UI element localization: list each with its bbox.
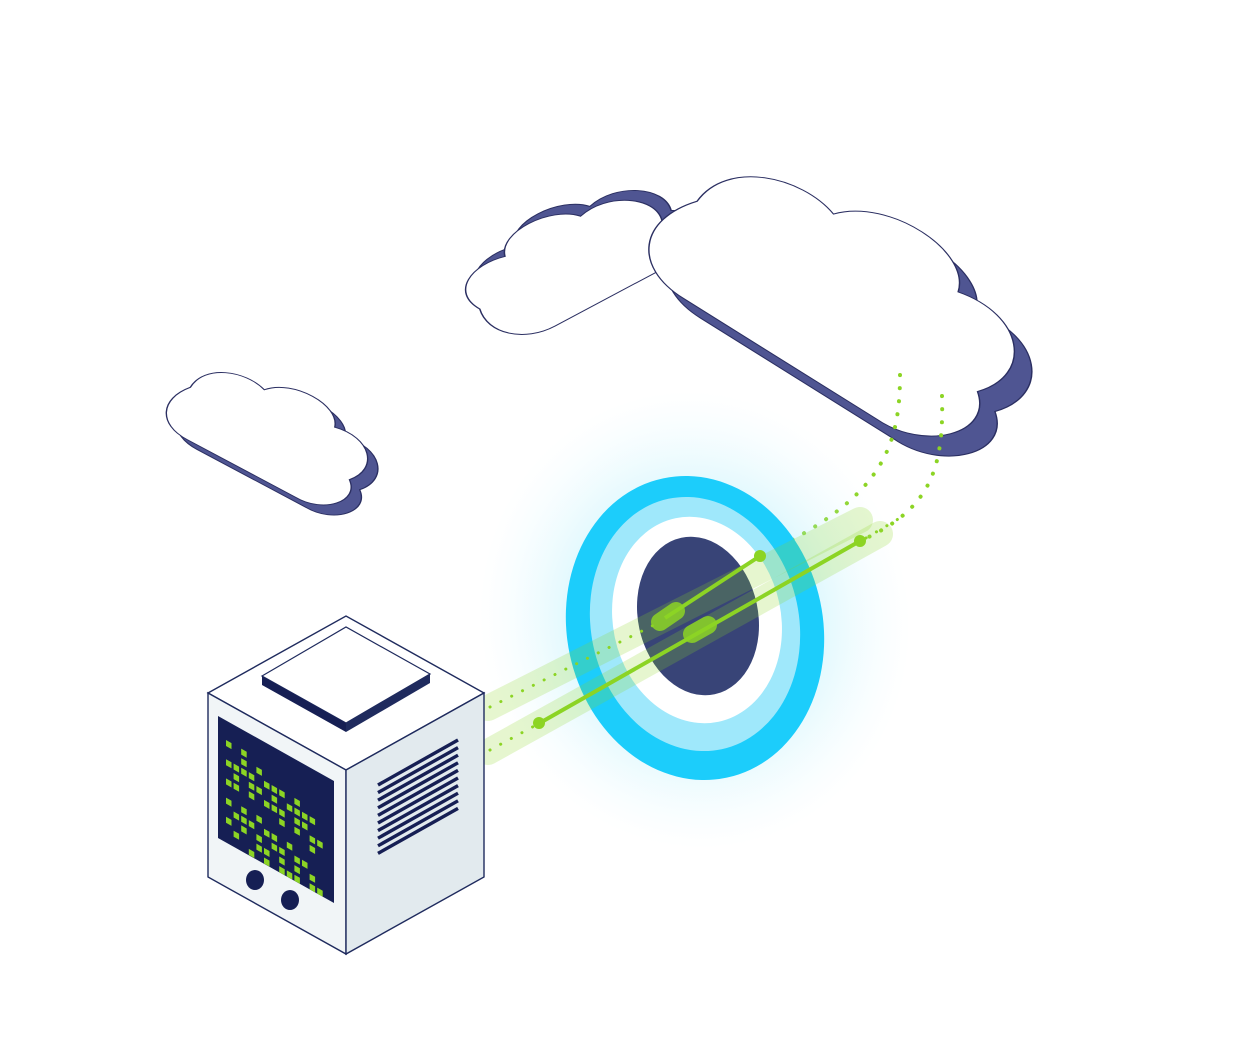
dotted-link-upper [758,373,902,558]
screen-pixel [233,763,240,773]
screen-pixel [279,818,285,828]
screen-pixel [294,807,300,817]
screen-pixel [279,846,285,856]
screen-pixel [256,814,262,824]
screen-pixel [279,789,285,799]
screen-pixel [248,820,255,830]
screen-pixel [256,843,262,853]
server-vents [377,738,459,855]
screen-pixel [317,887,323,897]
screen-pixel [286,803,293,813]
server-top-panel [260,626,432,732]
screen-pixel [233,811,240,821]
vent-line [377,746,459,795]
screen-pixel [294,797,300,807]
beam-upper-node [754,550,766,562]
screen-pixel [317,839,323,849]
screen-pixel [271,785,278,795]
screen-pixel [226,759,232,769]
server [206,615,486,956]
screen-pixel [256,834,262,844]
vent-line [377,806,459,855]
screen-pixel [309,835,316,845]
screen-pixel [248,772,255,782]
vent-line [377,738,459,787]
screen-pixel [286,841,293,851]
screen-pixel [248,791,255,801]
beam-lower-stub [683,616,717,643]
screen-pixel [279,808,285,818]
screen-pixel [309,873,316,883]
beam-lower-node-start [533,717,545,729]
screen-pixel [241,758,247,768]
screen-pixel [241,767,247,777]
screen-pixel [264,799,270,809]
screen-pixel [241,825,247,835]
beam-lower [475,513,907,765]
screen-pixel [241,748,247,758]
cloud-small [148,349,415,526]
vent-line [377,768,459,817]
beam-lower-node-end [854,535,866,547]
screen-pixel [294,855,300,865]
screen-pixel [279,866,285,876]
server-led-2 [281,890,299,910]
screen-pixel [279,856,285,866]
screen-pixel [294,826,300,836]
screen-pixel [286,870,293,880]
vent-line [377,799,459,848]
screen-pixel [241,815,247,825]
screen-pixel [294,865,300,875]
screen-pixel [264,780,270,790]
screen-pixel [256,786,262,796]
vent-line [377,776,459,825]
server-led-1 [246,870,264,890]
screen-pixel [226,816,232,826]
screen-pixel [271,804,278,814]
screen-pixel [248,781,255,791]
screen-pixel [226,778,232,788]
screen-pixel [271,794,278,804]
screen-pixel [271,842,278,852]
screen-pixel [271,833,278,843]
screen-pixel [294,817,300,827]
vent-line [377,791,459,840]
beam-upper-stub [651,602,685,631]
screen-pixel [226,740,232,750]
vent-line [377,784,459,833]
screen-pixel [233,830,240,840]
screen-pixel [256,766,262,776]
screen-pixel [264,847,270,857]
vent-line [377,761,459,810]
screen-pixel [302,811,308,821]
screen-pixel [233,782,240,792]
screen-pixel [226,797,232,807]
screen-pixel [248,848,255,858]
server-screen-pixels [226,740,323,897]
screen-pixel [264,828,270,838]
screen-pixel [309,844,316,854]
screen-pixel [302,859,308,869]
screen-pixel [294,874,300,884]
screen-pixel [309,816,316,826]
beam-upper [475,507,873,721]
vent-line [377,753,459,802]
screen-pixel [264,857,270,867]
screen-pixel [233,773,240,783]
screen-pixel [241,806,247,816]
screen-pixel [302,821,308,831]
screen-pixel [309,883,316,893]
